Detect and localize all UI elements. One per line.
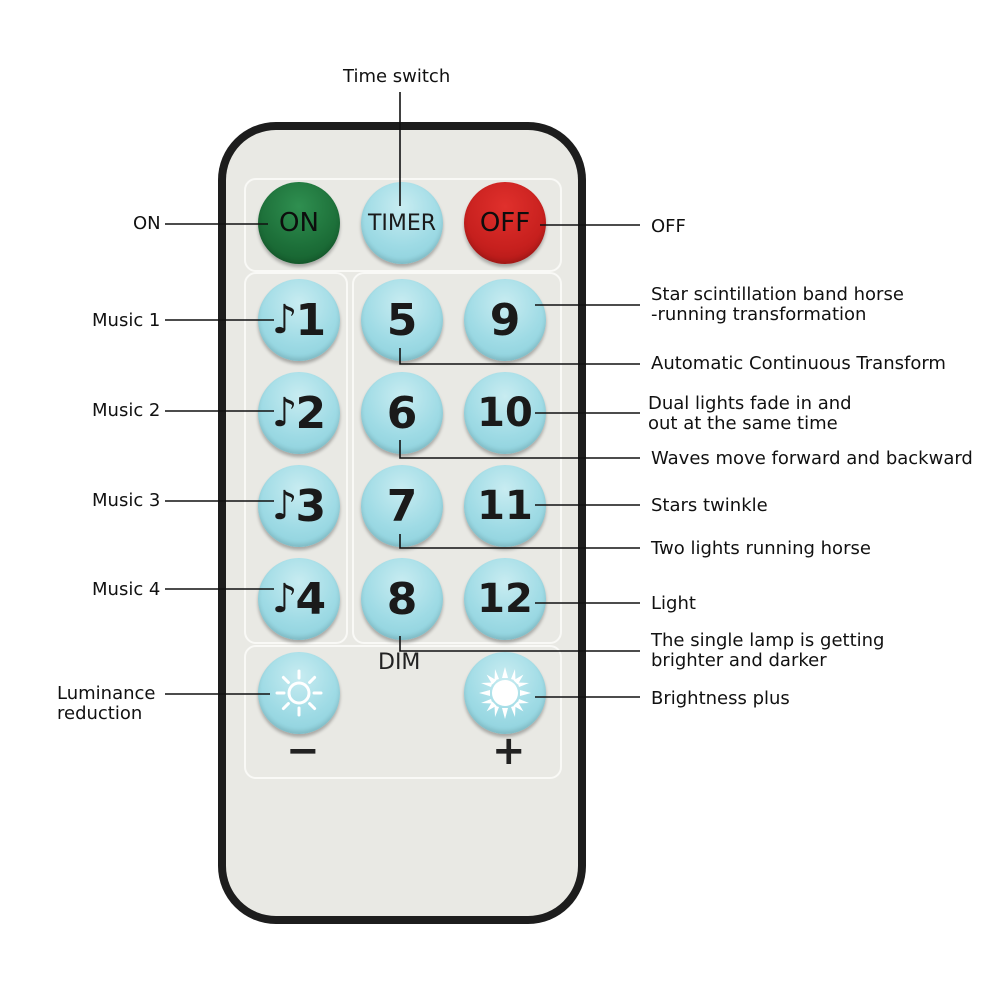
timer-button[interactable]: TIMER [361,182,443,264]
music-note-icon: ♪ [271,483,298,529]
mode-12-number: 12 [477,576,533,622]
dim-label: DIM [378,650,421,675]
minus-label: − [286,728,320,774]
music-4-number: 4 [295,573,327,625]
callout-music-1: Music 1 [92,310,161,331]
callout-luminance-line-2: reduction [57,703,143,724]
timer-button-label: TIMER [367,210,437,236]
music-2-number: 2 [295,387,327,439]
mode-7-number: 7 [386,480,418,532]
mode-8-number: 8 [386,573,418,625]
callout-off: OFF [651,216,686,237]
sun-filled-icon [479,667,531,719]
callout-music-3: Music 3 [92,490,161,511]
callout-auto: Automatic Continuous Transform [651,353,946,374]
mode-12-button[interactable]: 12 [464,558,546,640]
mode-10-button[interactable]: 10 [464,372,546,454]
callout-waves: Waves move forward and backward [651,448,973,469]
callout-music-2: Music 2 [92,400,161,421]
off-button-label: OFF [479,208,531,238]
callout-single-lamp: The single lamp is getting brighter and … [651,631,884,671]
sun-icon [275,669,323,717]
on-button[interactable]: ON [258,182,340,264]
callout-dual: Dual lights fade in and out at the same … [648,394,852,434]
callout-dual-line-2: out at the same time [648,413,838,434]
callout-time-switch: Time switch [343,66,451,87]
mode-7-button[interactable]: 7 [361,465,443,547]
brightness-down-button[interactable] [258,652,340,734]
callout-on: ON [133,213,161,234]
callout-dual-line-1: Dual lights fade in and [648,393,852,414]
mode-11-number: 11 [477,483,533,529]
mode-5-button[interactable]: 5 [361,279,443,361]
music-note-icon: ♪ [271,390,298,436]
callout-music-4: Music 4 [92,579,161,600]
callout-brightness-plus: Brightness plus [651,688,790,709]
music-note-icon: ♪ [271,576,298,622]
mode-6-button[interactable]: 6 [361,372,443,454]
mode-11-button[interactable]: 11 [464,465,546,547]
music-3-button[interactable]: ♪3 [258,465,340,547]
music-2-button[interactable]: ♪2 [258,372,340,454]
callout-light: Light [651,593,696,614]
music-1-number: 1 [295,294,327,346]
mode-9-number: 9 [489,294,521,346]
brightness-up-button[interactable] [464,652,546,734]
callout-single-lamp-line-1: The single lamp is getting [651,630,885,651]
on-button-label: ON [279,208,319,238]
callout-two-lights: Two lights running horse [651,538,871,559]
plus-label: + [492,728,526,774]
callout-star-band-line-1: Star scintillation band horse [651,284,904,305]
mode-6-number: 6 [386,387,418,439]
mode-5-number: 5 [386,294,418,346]
callout-single-lamp-line-2: brighter and darker [651,650,827,671]
callout-star-band: Star scintillation band horse -running t… [651,285,904,325]
music-3-number: 3 [295,480,327,532]
mode-9-button[interactable]: 9 [464,279,546,361]
music-4-button[interactable]: ♪4 [258,558,340,640]
callout-star-band-line-2: -running transformation [651,304,867,325]
music-note-icon: ♪ [271,297,298,343]
mode-8-button[interactable]: 8 [361,558,443,640]
off-button[interactable]: OFF [464,182,546,264]
mode-10-number: 10 [477,390,533,436]
callout-luminance-line-1: Luminance [57,683,156,704]
music-1-button[interactable]: ♪1 [258,279,340,361]
callout-luminance: Luminance reduction [57,684,155,724]
music-panel [244,272,348,644]
callout-stars: Stars twinkle [651,495,768,516]
